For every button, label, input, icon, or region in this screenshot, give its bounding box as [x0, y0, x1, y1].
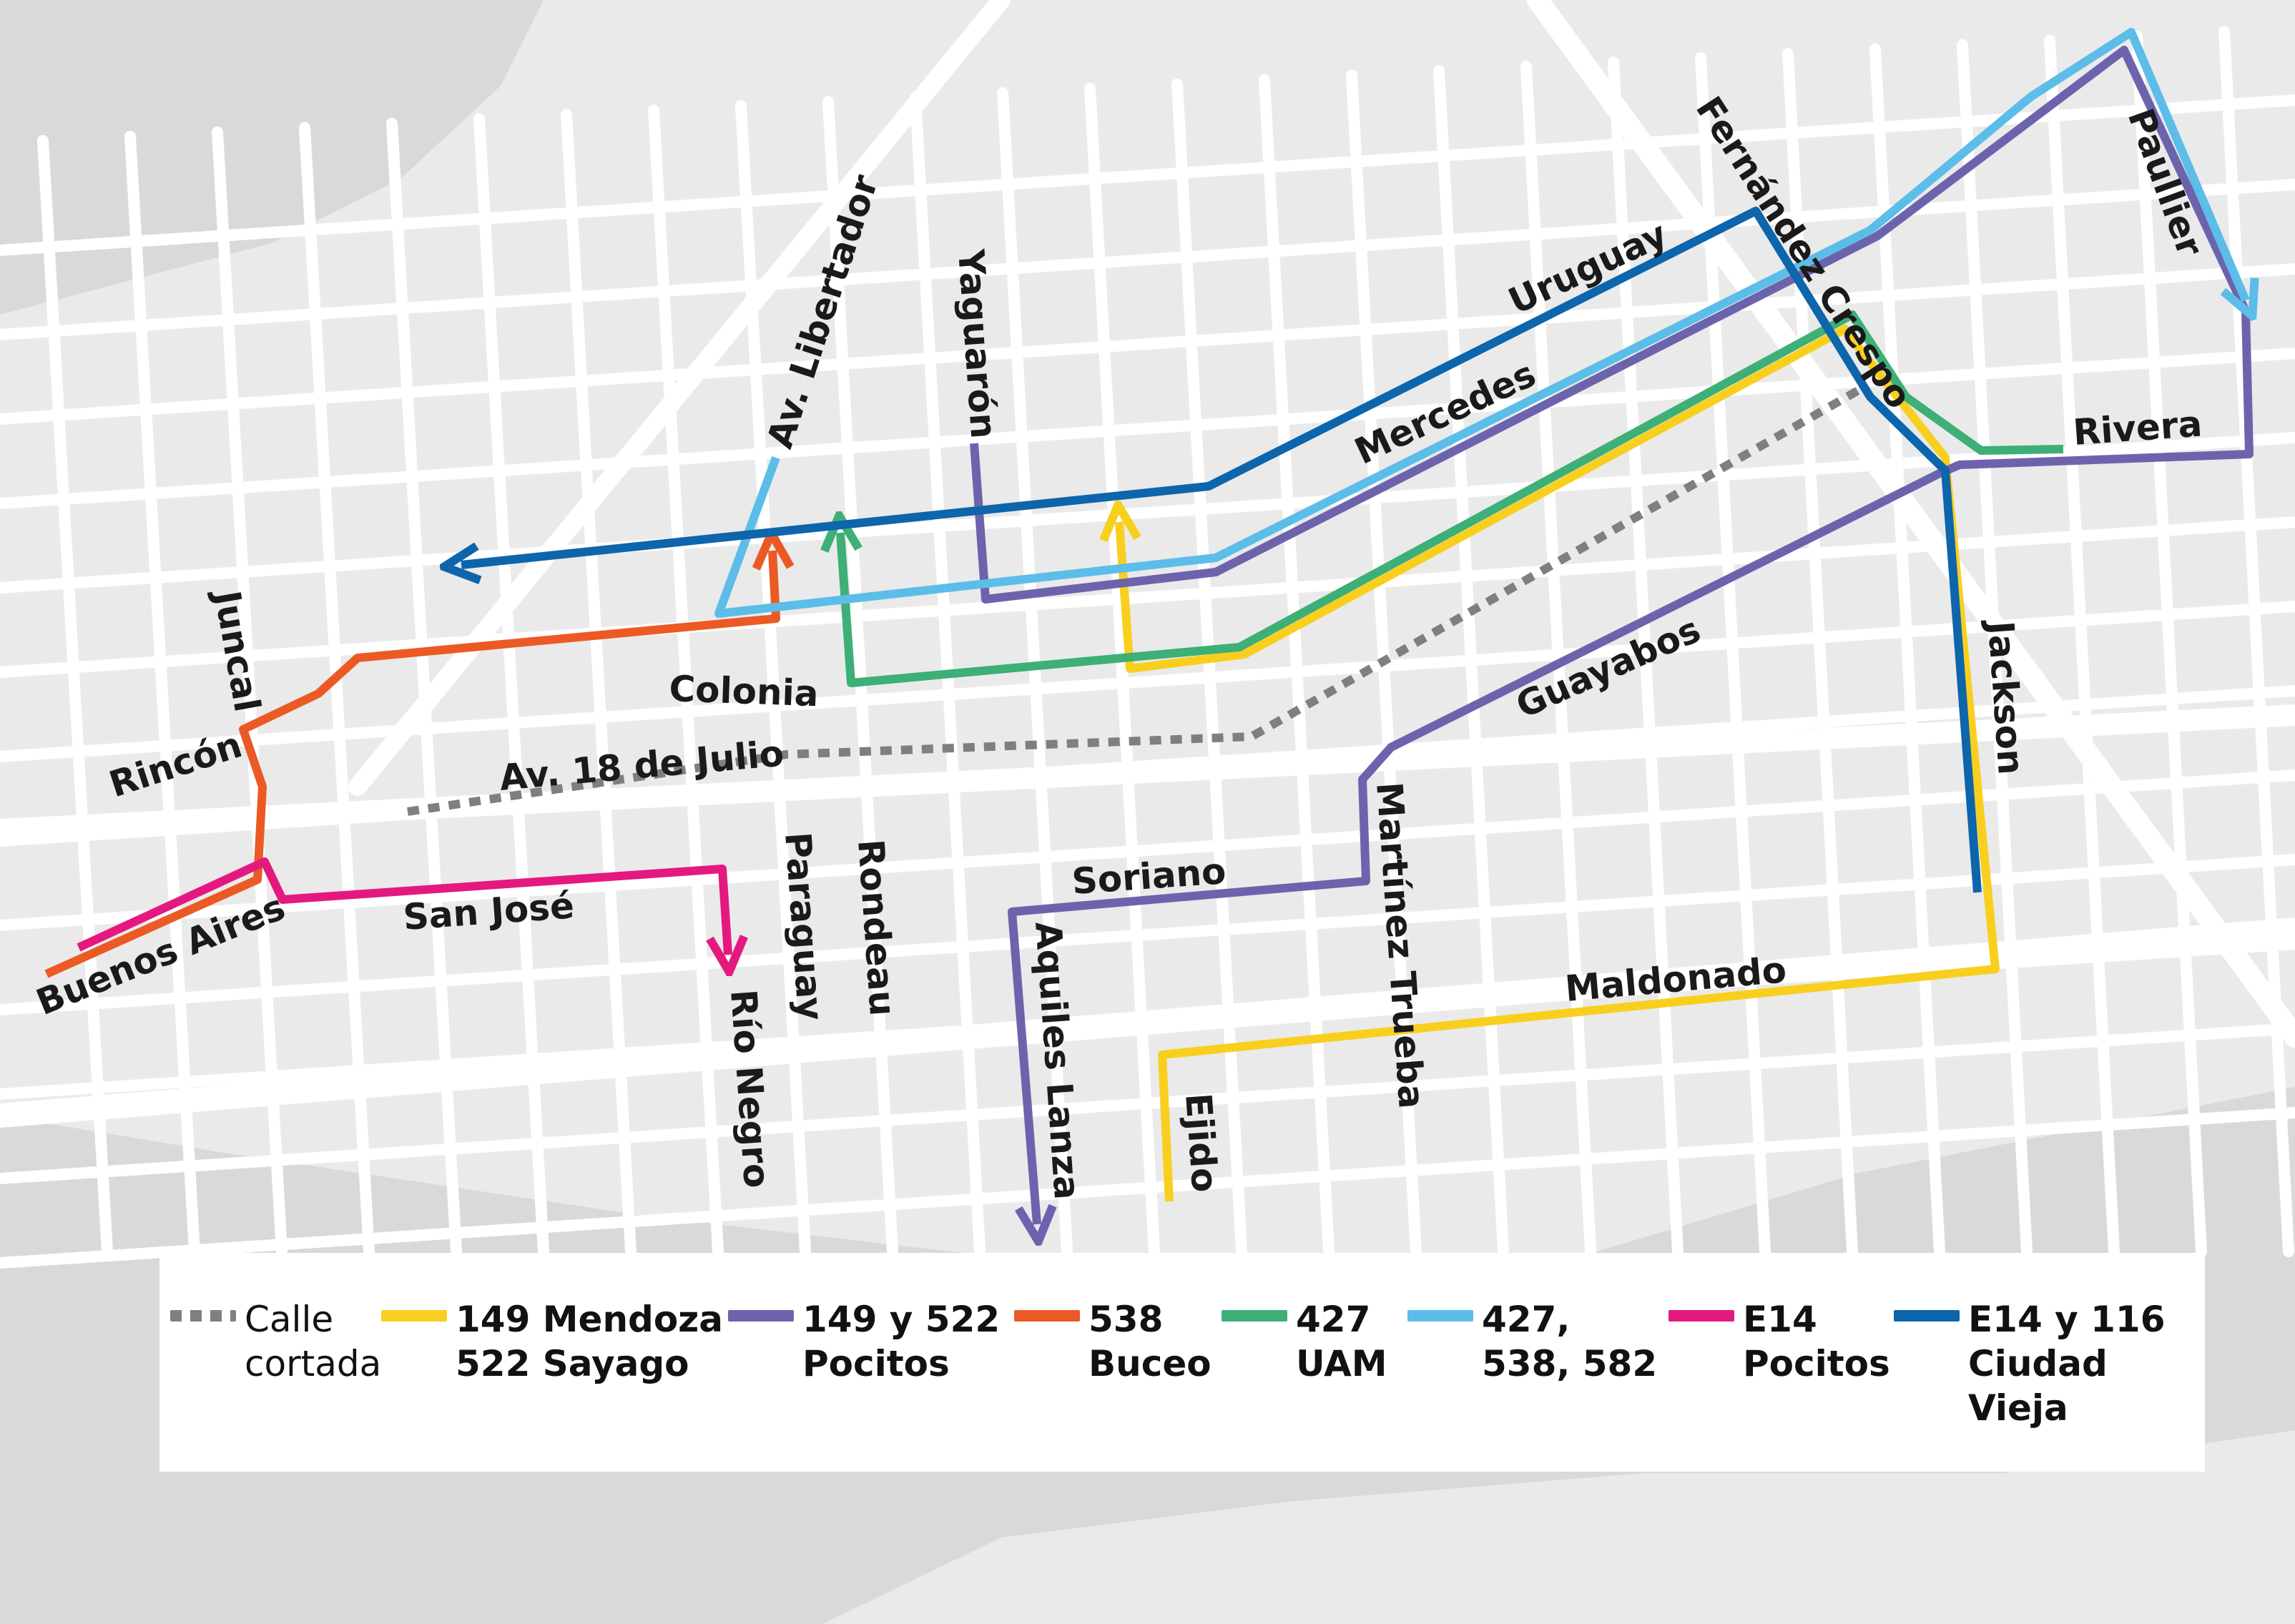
legend-item-427-538-582: 427, 538, 582 [1407, 1297, 1657, 1386]
street [0, 704, 2295, 840]
map-legend: Calle cortada 149 Mendoza 522 Sayago 149… [159, 1253, 2205, 1472]
legend-swatch [1894, 1310, 1960, 1322]
legend-item-149-mendoza-522-sayago: 149 Mendoza 522 Sayago [381, 1297, 723, 1386]
street [2131, 30, 2207, 1257]
legend-label: 427 UAM [1296, 1299, 1387, 1384]
street [997, 87, 1073, 1257]
street [1259, 74, 1335, 1257]
street [822, 96, 898, 1257]
street [0, 1023, 2295, 1184]
southern-land [822, 1430, 2295, 1624]
street [1084, 82, 1160, 1257]
legend-swatch [1014, 1310, 1080, 1322]
legend-item-e14-y-116-ciudad-vieja: E14 y 116 Ciudad Vieja [1894, 1297, 2205, 1430]
legend-label: Calle cortada [245, 1299, 382, 1384]
legend-swatch [1407, 1310, 1473, 1322]
legend-label: 538 Buceo [1088, 1299, 1212, 1384]
street [1527, 0, 2295, 1048]
street [0, 769, 2295, 931]
street-label-rivera: Rivera [2072, 403, 2203, 453]
street [0, 263, 2295, 425]
legend-label: 149 Mendoza 522 Sayago [456, 1299, 724, 1384]
street [1608, 56, 1684, 1257]
street-grid [0, 0, 2295, 1269]
street [348, 0, 1011, 796]
legend-item-e14-pocitos: E14 Pocitos [1669, 1297, 1890, 1386]
route-line-149-mendoza-522-sayago [1119, 325, 2000, 1202]
legend-swatch [1222, 1310, 1287, 1322]
street [0, 854, 2295, 1015]
street [1171, 78, 1247, 1257]
legend-swatch [381, 1310, 447, 1322]
legend-swatch [728, 1310, 794, 1322]
route-line-149-522-pocitos [970, 46, 2254, 1224]
street-label-colonia: Colonia [669, 668, 820, 714]
street [0, 94, 2295, 256]
legend-item-538-buceo: 538 Buceo [1014, 1297, 1212, 1386]
street [2218, 26, 2294, 1257]
street [1782, 48, 1858, 1257]
legend-item-149-y-522-pocitos: 149 y 522 Pocitos [728, 1297, 1000, 1386]
street [2044, 34, 2120, 1257]
route-line-e14-116-ciudad-vieja [461, 207, 1982, 893]
legend-label: 149 y 522 Pocitos [802, 1299, 1001, 1384]
closed-street-av-18-de-julio [407, 385, 1862, 816]
legend-swatch-dotted [170, 1310, 236, 1322]
street [0, 432, 2295, 594]
street [0, 516, 2295, 678]
legend-item-calle-cortada: Calle cortada [170, 1297, 381, 1386]
legend-label: 427, 538, 582 [1482, 1299, 1658, 1384]
street [0, 348, 2295, 509]
street [0, 917, 2295, 1128]
street [0, 601, 2295, 762]
street-label-ejido: Ejido [1177, 1092, 1226, 1194]
legend-item-427-uam: 427 UAM [1222, 1297, 1387, 1386]
route-line-427-uam [840, 310, 2064, 687]
legend-label: E14 y 116 Ciudad Vieja [1968, 1299, 2166, 1429]
street [1695, 52, 1771, 1257]
legend-label: E14 Pocitos [1743, 1299, 1890, 1384]
street [0, 1107, 2295, 1269]
route-line-427-538-582 [714, 28, 2246, 618]
legend-swatch [1669, 1310, 1734, 1322]
route-line-e14-pocitos [77, 857, 728, 955]
